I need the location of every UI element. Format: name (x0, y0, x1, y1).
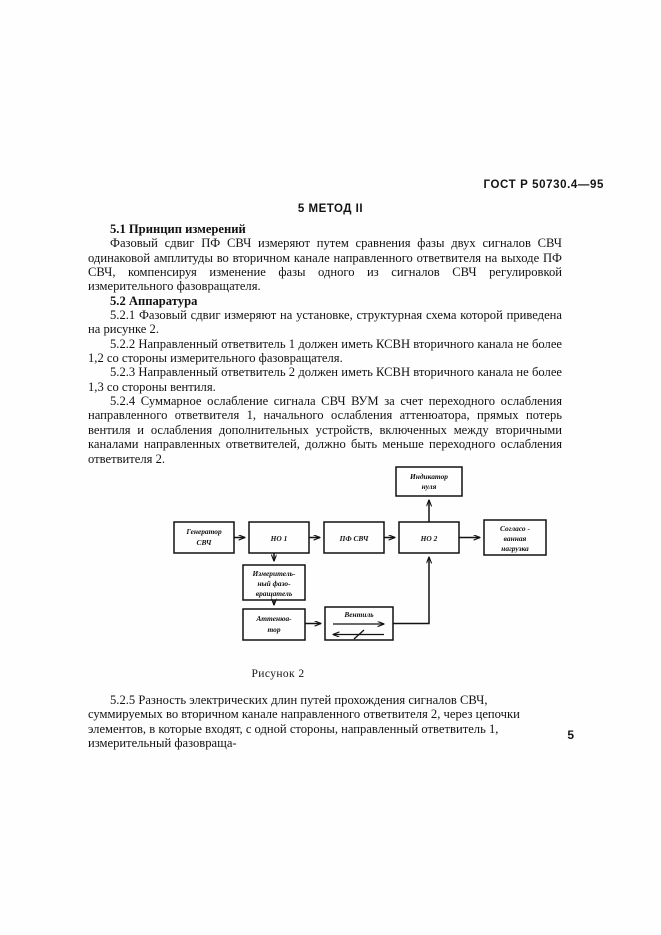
page-number: 5 (567, 728, 574, 742)
block-generator-label-line2: СВЧ (197, 538, 212, 547)
body-text-column: 5.1 Принцип измерений Фазовый сдвиг ПФ С… (88, 222, 562, 466)
block-matched-load-label-line2: ванная (504, 534, 527, 543)
document-header-standard-number: ГОСТ Р 50730.4—95 (483, 179, 604, 191)
block-attenuator-rect (242, 608, 306, 641)
block-matched-load-label-line1: Согласо - (500, 524, 530, 533)
paragraph-5-1: Фазовый сдвиг ПФ СВЧ измеряют путем срав… (88, 236, 562, 294)
block-generator-label-line1: Генератор (185, 527, 222, 536)
block-attenuator-label-line2: тор (267, 625, 280, 634)
paragraph-5-2-1: 5.2.1 Фазовый сдвиг измеряют на установк… (88, 308, 562, 337)
block-null-indicator-label-line1: Индикатор (409, 472, 448, 481)
paragraph-5-2-5: 5.2.5 Разность электрических длин путей … (88, 693, 520, 751)
block-null-indicator-rect (395, 466, 463, 497)
block-phase-shifter-label-line2: ный фазо- (257, 579, 291, 588)
block-isolator-label: Вентиль (343, 610, 374, 619)
block-null-indicator-label-line2: нуля (422, 482, 437, 491)
block-attenuator-label-line1: Аттенюа- (255, 614, 292, 623)
heading-5-1: 5.1 Принцип измерений (88, 222, 562, 236)
paragraph-5-2-4: 5.2.4 Суммарное ослабление сигнала СВЧ В… (88, 394, 562, 466)
block-phase-shifter-label-line3: вращатель (256, 589, 293, 598)
paragraph-5-2-2: 5.2.2 Направленный ответвитель 1 должен … (88, 336, 562, 366)
arrow-isolator-to-coupler2 (393, 557, 429, 625)
heading-5-2-label: 5.2 Аппаратура (110, 293, 198, 308)
body-text-column-bottom: 5.2.5 Разность электрических длин путей … (88, 693, 562, 750)
block-coupler1-label: НО 1 (270, 534, 288, 543)
figure-caption: Рисунок 2 (251, 668, 305, 680)
paragraph-5-2-3: 5.2.3 Направленный ответвитель 2 должен … (88, 365, 562, 394)
block-phase-shifter-label-line1: Измеритель- (252, 569, 297, 578)
heading-5-2: 5.2 Аппаратура (88, 294, 562, 308)
figure-block-diagram: Генератор СВЧ НО 1 ПФ СВЧ НО 2 Индикатор… (88, 462, 562, 667)
block-coupler2-label: НО 2 (420, 534, 438, 543)
page-title: 5 МЕТОД II (297, 203, 364, 215)
block-pf-svch-label: ПФ СВЧ (339, 534, 369, 543)
isolator-block-slash (353, 629, 365, 640)
block-matched-load-rect (483, 519, 547, 556)
block-matched-load-label-line3: нагрузка (501, 544, 529, 553)
heading-5-1-label: 5.1 Принцип измерений (110, 222, 246, 236)
block-diagram-svg: Генератор СВЧ НО 1 ПФ СВЧ НО 2 Индикатор… (173, 466, 547, 641)
